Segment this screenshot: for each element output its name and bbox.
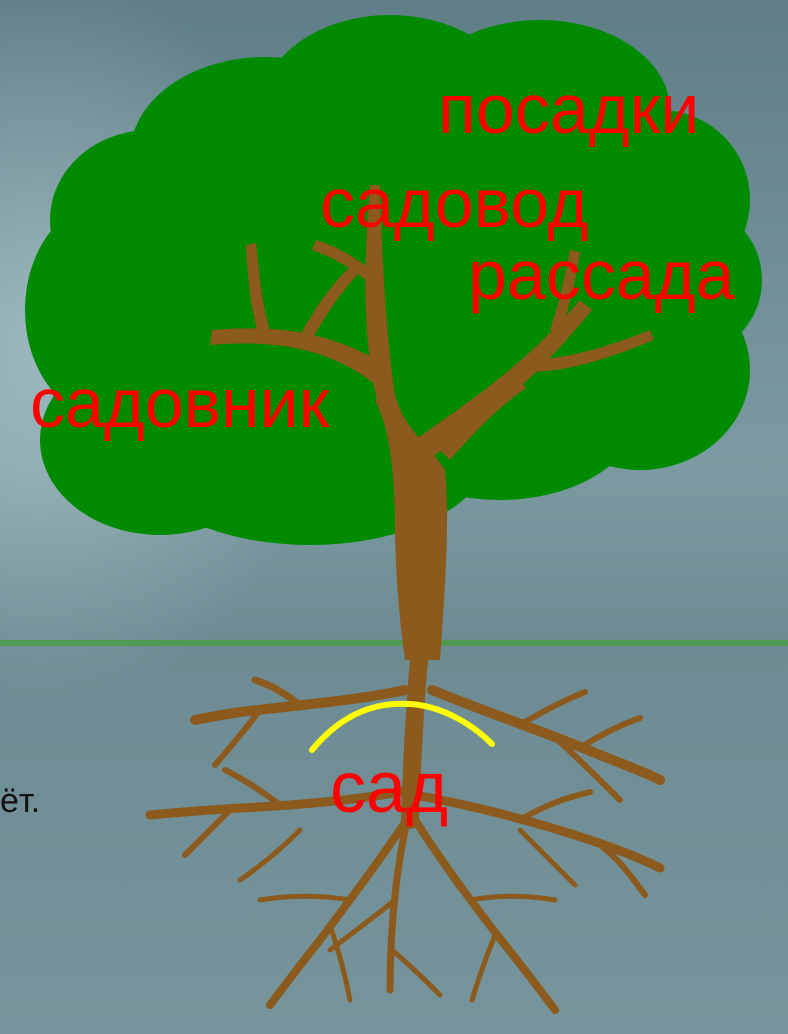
ground-line	[0, 640, 788, 646]
word-sadovod: садовод	[320, 164, 589, 242]
word-sadovnik: садовник	[30, 364, 330, 442]
root-arc-mark-icon	[309, 700, 495, 753]
word-posadki: посадки	[438, 70, 700, 148]
word-root-sad: сад	[330, 748, 449, 828]
partial-text: ёт.	[0, 782, 41, 820]
tree-trunk-icon	[210, 185, 654, 660]
word-rassada: рассада	[468, 236, 735, 314]
tree-roots-icon	[145, 641, 665, 1014]
